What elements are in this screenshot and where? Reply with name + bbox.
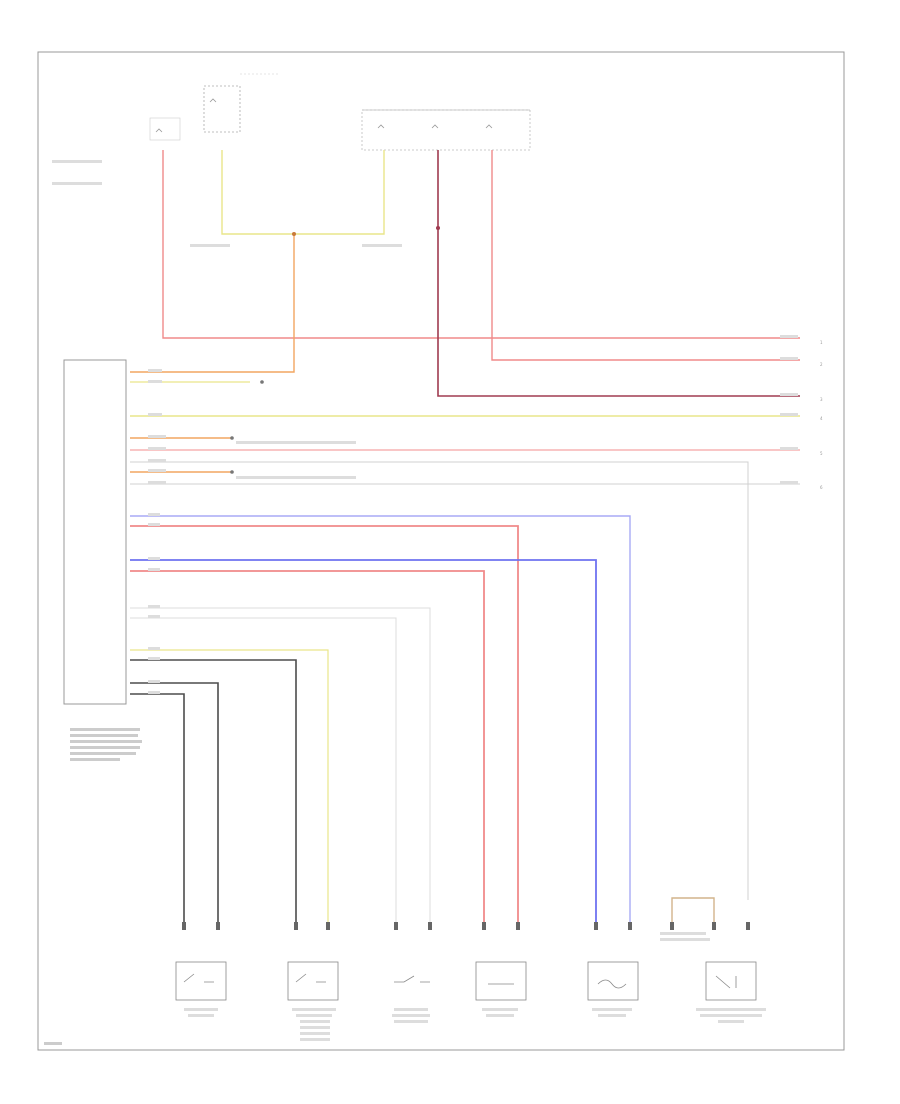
fuse-symbol [485, 124, 493, 129]
wire-red [130, 525, 519, 922]
continuation-marker: 5 [820, 451, 823, 456]
continuation-marker: 1 [820, 340, 823, 345]
component-switch-2 [287, 961, 339, 1001]
wire-tags [52, 160, 798, 694]
component-caption-placeholders [184, 932, 766, 1041]
wire-gray [130, 461, 749, 900]
fuse-symbol [431, 124, 439, 129]
wire-yellow [221, 150, 385, 235]
wire-gray [130, 607, 431, 922]
control-module [63, 359, 127, 705]
fuse-symbol [209, 98, 217, 103]
splice-point [230, 436, 234, 440]
splice-point [260, 380, 264, 384]
wire-tan [671, 897, 715, 922]
component-switch-3 [394, 975, 430, 983]
continuation-marker: 2 [820, 362, 823, 367]
continuation-marker: 3 [820, 397, 823, 402]
wire-blue [130, 559, 597, 922]
component-sensor-1 [475, 961, 527, 1001]
continuation-markers: 1 2 3 4 5 6 [820, 340, 823, 490]
splice-point [436, 226, 440, 230]
fuse-symbol [155, 128, 163, 133]
wire-dark-gray [130, 682, 219, 922]
footer-code-placeholder [44, 1042, 62, 1045]
component-sensor-2 [587, 961, 639, 1001]
connector-pins [182, 922, 750, 930]
module-caption-placeholder [70, 728, 142, 761]
fuse-box-left [149, 73, 280, 141]
wire-red [162, 150, 800, 339]
wire-light-blue [130, 515, 631, 922]
wire-orange [130, 234, 295, 373]
continuation-marker: 4 [820, 416, 823, 421]
wire-red [491, 150, 800, 361]
wire-dark-gray [130, 659, 297, 922]
fuse-symbol [377, 124, 385, 129]
fuse-box-right [361, 109, 531, 151]
wire-yellow [130, 649, 329, 922]
component-switch-4 [705, 961, 757, 1001]
diagram-frame [37, 51, 845, 1051]
component-switch-1 [175, 961, 227, 1001]
splice-point [230, 470, 234, 474]
continuation-marker: 6 [820, 485, 823, 490]
wire-dark-red [437, 150, 800, 397]
wire-red [130, 570, 485, 922]
splice-point [292, 232, 296, 236]
wire-gray [130, 617, 397, 922]
